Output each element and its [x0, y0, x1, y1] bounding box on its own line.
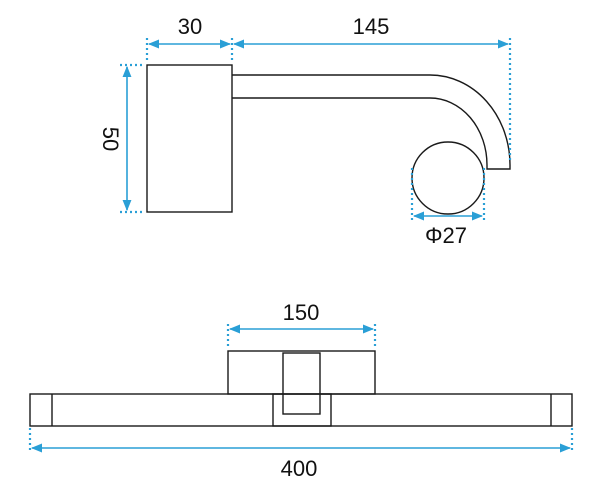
lamp-bar: [29, 393, 573, 427]
dim-text-mount-width: 30: [178, 14, 202, 39]
lamp-head: [411, 141, 485, 215]
arm-bracket: [282, 352, 321, 415]
front-view: 150 400: [28, 300, 574, 481]
lamp-arm: [232, 74, 511, 170]
mount-block: [146, 64, 233, 213]
dim-text-mount-plate-width: 150: [283, 300, 320, 325]
dim-text-total-length: 400: [281, 456, 318, 481]
dim-text-mount-height: 50: [98, 127, 123, 151]
side-view: 30 145 50 Φ27: [98, 14, 512, 248]
mount-plate: [227, 350, 376, 395]
dim-text-head-diameter: Φ27: [425, 223, 467, 248]
dim-text-arm-length: 145: [353, 14, 390, 39]
bracket-base: [272, 393, 332, 427]
